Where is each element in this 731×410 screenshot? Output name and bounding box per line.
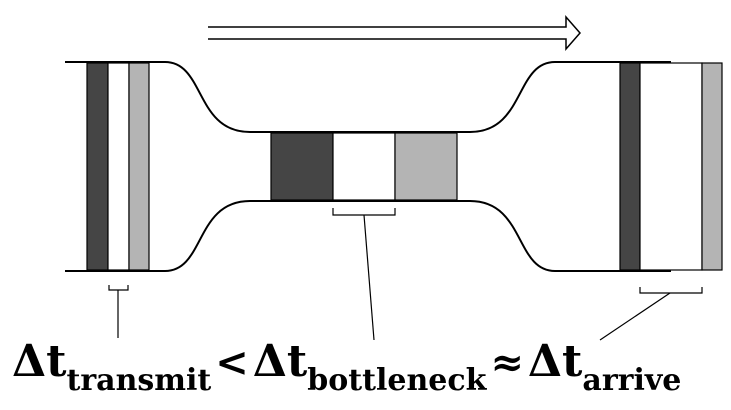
bottleneck-packets [270, 132, 458, 201]
sender-packet-white [107, 62, 130, 271]
term2-symbol: Δt [252, 336, 308, 387]
bottleneck-packet-white [332, 132, 396, 201]
receiver-gap [639, 62, 703, 271]
transmit-bracket [108, 285, 129, 338]
sender-packet-light [128, 62, 150, 271]
timing-formula: Δttransmit<Δtbottleneck≈Δtarrive [12, 336, 722, 406]
term3-subscript: arrive [582, 363, 682, 398]
bottleneck-packet-light [394, 132, 458, 201]
sender-packet-dark [86, 62, 109, 271]
arrive-bracket [599, 287, 703, 341]
pipe-bottom-outline [65, 200, 671, 272]
approx-operator: ≈ [490, 339, 524, 386]
receiver-packet-dark [619, 62, 641, 271]
sender-packets [86, 62, 150, 271]
direction-arrow-icon [208, 15, 581, 51]
term1-subscript: transmit [66, 363, 212, 398]
receiver-packet-light [701, 62, 723, 271]
receiver-packets [619, 62, 723, 271]
bottleneck-packet-dark [270, 132, 334, 201]
term3-symbol: Δt [527, 336, 583, 387]
term2-subscript: bottleneck [307, 363, 487, 398]
term1-symbol: Δt [12, 336, 67, 387]
bottleneck-bracket [332, 208, 396, 341]
pipe-top-outline [65, 61, 671, 133]
less-than-operator: < [215, 339, 249, 386]
